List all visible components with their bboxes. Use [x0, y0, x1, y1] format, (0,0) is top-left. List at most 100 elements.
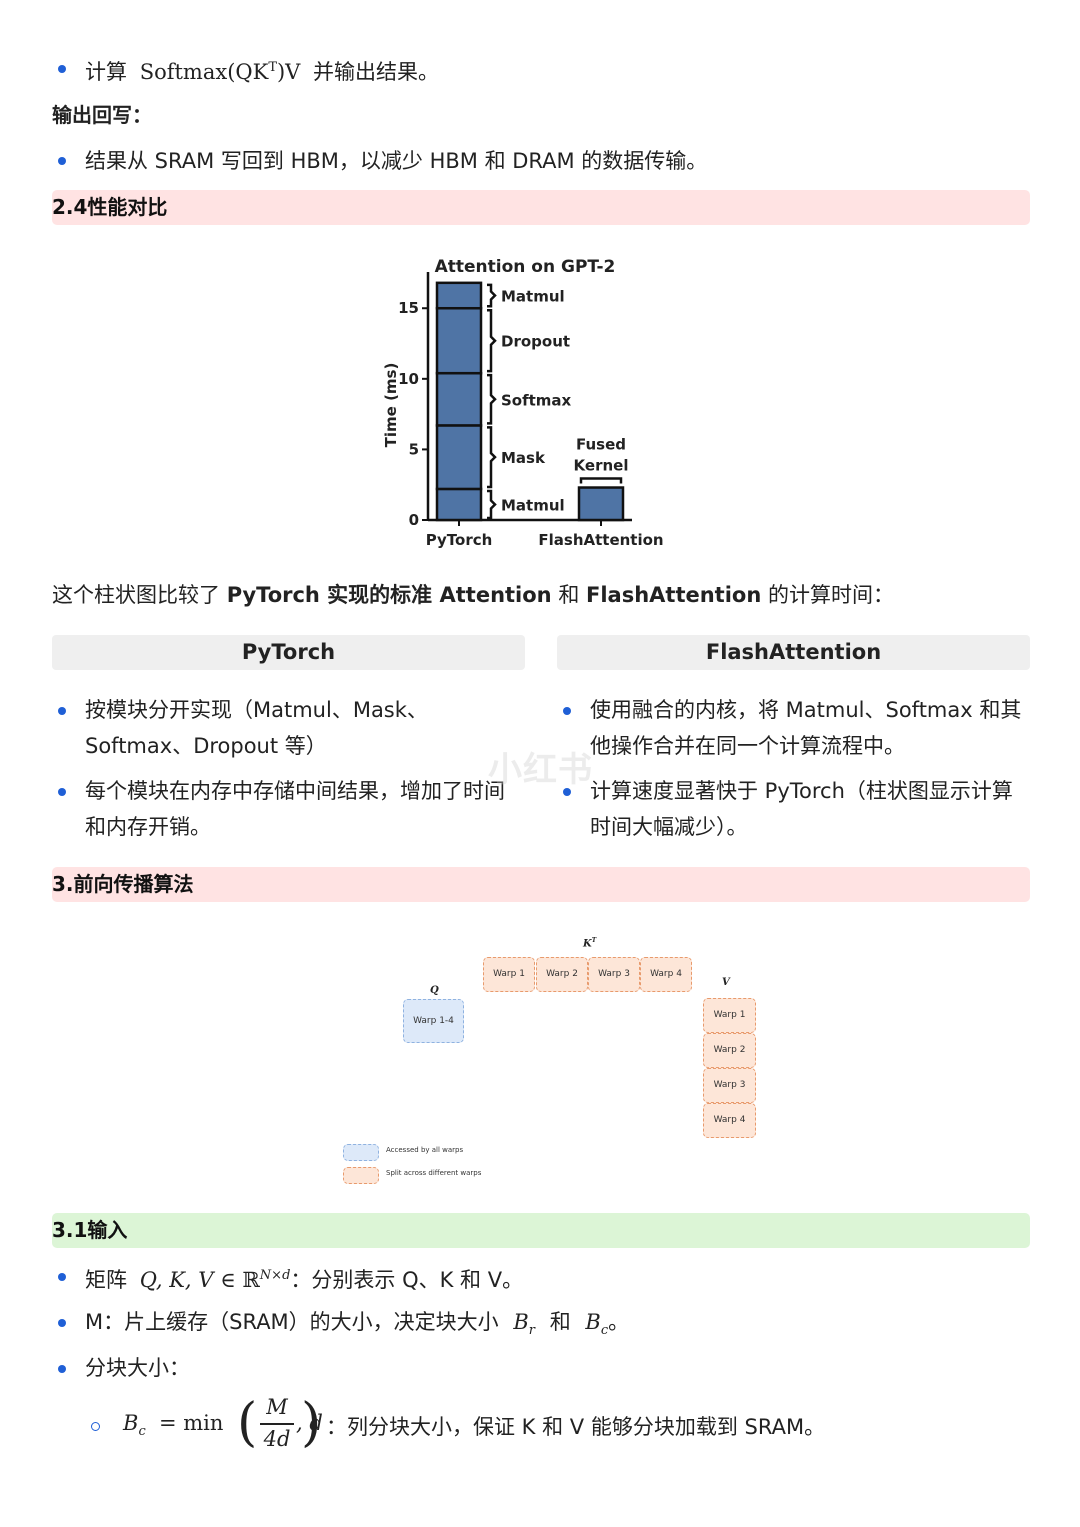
block-size-bullet: 分块大小： — [85, 1356, 190, 1380]
flash-bullet-1-line-1: 使用融合的内核，将 Matmul、Softmax 和其 — [590, 698, 1022, 722]
bar-segment — [435, 281, 483, 310]
bc-lhs-sub: c — [138, 1424, 146, 1440]
legend-label-blue: Accessed by all warps — [386, 1146, 464, 1154]
bc-lhs: Bc — [123, 1411, 146, 1439]
real-space: ∈ ℝN×d — [220, 1268, 290, 1292]
section-title: 3.前向传播算法 — [52, 872, 194, 896]
real-space-symbol: ∈ ℝ — [220, 1268, 260, 1292]
bc-sub: c — [600, 1323, 609, 1339]
softmax-expr: Softmax(QKT)V — [140, 60, 301, 84]
flash-bullet-2-line-2: 时间大幅减少）。 — [590, 815, 748, 839]
bullet — [58, 1365, 66, 1373]
intro-bold-flash: FlashAttention — [586, 583, 762, 607]
bc-description: ：列分块大小，保证 K 和 V 能够分块加载到 SRAM。 — [326, 1415, 826, 1439]
br-sub: r — [528, 1323, 536, 1339]
y-tick-label: 10 — [398, 370, 419, 388]
segment-label: Fused — [576, 436, 626, 454]
sram-size-bullet: M：片上缓存（SRAM）的大小，决定块大小 Br 和 Bc。 — [85, 1304, 629, 1349]
intro-prefix: 这个柱状图比较了 — [52, 583, 227, 607]
bar-segment — [435, 487, 483, 522]
k-warp-box: Warp 4 — [640, 957, 692, 992]
segment-label: Dropout — [501, 333, 570, 351]
softmax-bullet: 计算 Softmax(QKT)V 并输出结果。 — [85, 50, 439, 90]
legend-swatch-blue — [343, 1144, 379, 1161]
fraction-bar — [260, 1423, 294, 1425]
v-warp-box: Warp 1 — [703, 998, 756, 1033]
bullet-text: ：分别表示 Q、K 和 V。 — [290, 1268, 524, 1292]
comparison-intro: 这个柱状图比较了 PyTorch 实现的标准 Attention 和 Flash… — [52, 577, 894, 613]
bc-lhs-letter: B — [123, 1411, 139, 1435]
bar-segment — [435, 371, 483, 427]
pytorch-bullet-1-line-2: Softmax、Dropout 等） — [85, 734, 327, 758]
x-tick-label: PyTorch — [426, 531, 493, 549]
segment-brace — [487, 283, 497, 308]
v-warp-box: Warp 2 — [703, 1033, 756, 1068]
fraction-denominator: 4d — [263, 1427, 291, 1451]
segment-label: Matmul — [501, 288, 565, 306]
bullet-suffix: 并输出结果。 — [313, 60, 440, 84]
pytorch-bullet-2-line-1: 每个模块在内存中存储中间结果，增加了时间 — [85, 779, 505, 803]
v-warp-box: Warp 3 — [703, 1068, 756, 1103]
segment-brace — [487, 489, 497, 520]
bullet-text: M：片上缓存（SRAM）的大小，决定块大小 — [85, 1310, 499, 1334]
input-matrices-bullet: 矩阵 Q, K, V ∈ ℝN×d：分别表示 Q、K 和 V。 — [85, 1258, 523, 1298]
left-paren: ( — [237, 1393, 258, 1453]
k-warp-box: Warp 3 — [588, 957, 640, 992]
segment-label: Matmul — [501, 496, 565, 514]
y-tick-label: 0 — [409, 511, 419, 529]
bar-segment — [435, 306, 483, 375]
segment-brace — [487, 308, 497, 373]
section-heading-2-4: 2.4性能对比 — [52, 190, 1030, 225]
bar-segment — [577, 486, 625, 522]
attention-bar-chart: Attention on GPT-2 Time (ms) 051015Matmu… — [382, 257, 664, 549]
chart-marks: 051015MatmulMaskSoftmaxDropoutMatmulPyTo… — [398, 272, 664, 549]
fraction-numerator: M — [266, 1395, 288, 1419]
br-letter: B — [513, 1310, 529, 1334]
writeback-bullet: 结果从 SRAM 写回到 HBM，以减少 HBM 和 DRAM 的数据传输。 — [85, 149, 708, 173]
intro-suffix: 的计算时间： — [761, 583, 894, 607]
v-label: V — [722, 977, 730, 988]
bullet — [563, 707, 571, 715]
bc-var: Bc — [585, 1310, 608, 1338]
bullet — [58, 788, 66, 796]
bullet — [58, 1319, 66, 1327]
min-operator: = min — [159, 1411, 224, 1435]
bullet-text: 计算 — [85, 60, 127, 84]
bar-segment — [435, 424, 483, 491]
flash-bullet-1-line-2: 他操作合并在同一个计算流程中。 — [590, 734, 905, 758]
bullet — [58, 65, 66, 73]
min-second-arg: , d — [296, 1411, 323, 1435]
bullet — [58, 157, 66, 165]
watermark: 小红书 — [488, 750, 593, 790]
q-warp-box: Warp 1-4 — [403, 999, 464, 1043]
section-title: 3.1输入 — [52, 1218, 128, 1242]
end-punct: 。 — [608, 1310, 630, 1334]
y-tick-label: 15 — [398, 299, 419, 317]
kt-letter: K — [583, 938, 592, 950]
y-tick-label: 5 — [409, 440, 419, 458]
segment-brace — [487, 426, 497, 489]
qkv-vars: Q, K, V — [139, 1268, 214, 1292]
kt-label: KT — [583, 937, 596, 949]
writeback-heading: 输出回写： — [52, 103, 152, 127]
intro-mid: 和 — [551, 583, 586, 607]
bc-letter: B — [585, 1310, 601, 1334]
legend-label-orange: Split across different warps — [386, 1169, 482, 1177]
segment-brace — [487, 373, 497, 425]
k-warp-box: Warp 1 — [483, 957, 535, 992]
segment-label: Mask — [501, 449, 546, 467]
sub-bullet — [91, 1422, 100, 1431]
segment-label: Softmax — [501, 391, 572, 409]
bullet — [58, 707, 66, 715]
br-var: Br — [513, 1310, 535, 1338]
softmax-expr-end: )V — [276, 60, 301, 84]
bullet-lead: 矩阵 — [85, 1268, 127, 1292]
section-heading-3-1: 3.1输入 — [52, 1213, 1030, 1248]
k-warp-box: Warp 2 — [536, 957, 588, 992]
intro-bold-pytorch: PyTorch 实现的标准 Attention — [226, 583, 552, 607]
section-heading-3: 3.前向传播算法 — [52, 867, 1030, 902]
flashattention-column-header: FlashAttention — [557, 635, 1030, 670]
segment-brace — [579, 477, 623, 484]
chart-title: Attention on GPT-2 — [435, 257, 616, 277]
and-text: 和 — [549, 1310, 571, 1334]
